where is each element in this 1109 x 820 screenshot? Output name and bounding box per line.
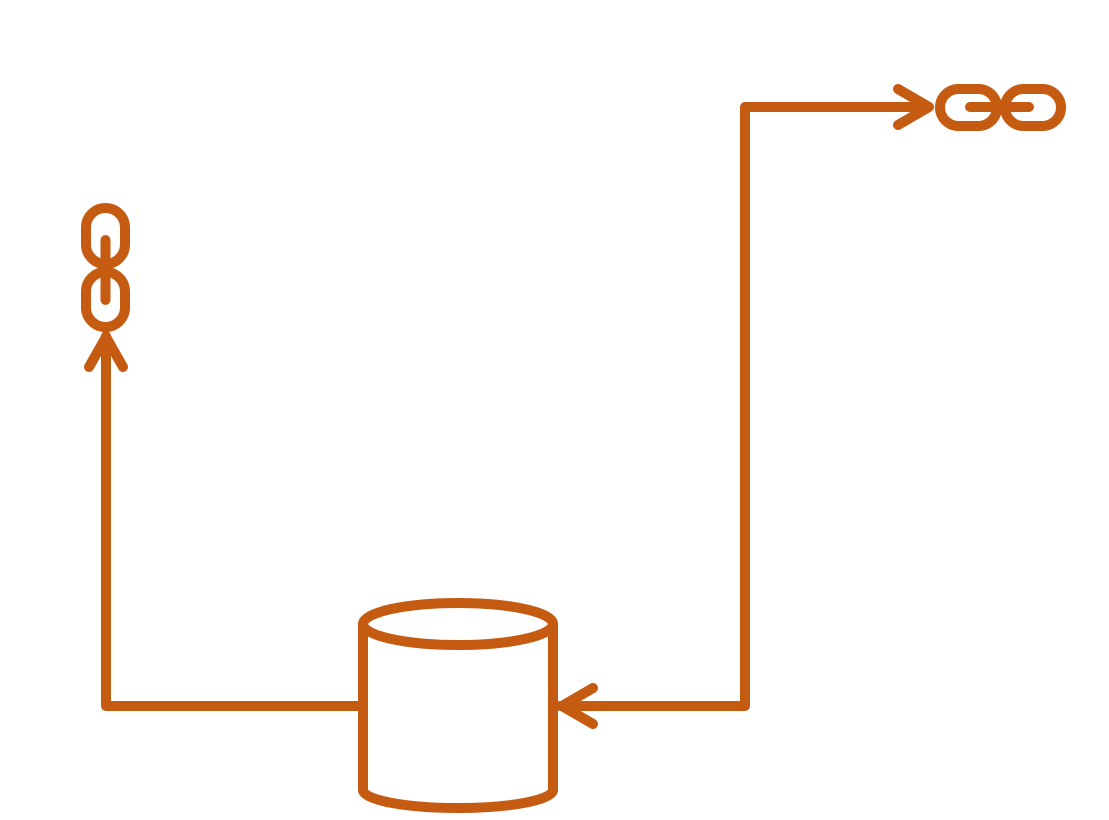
chain-link-icon	[81, 203, 130, 332]
arrowhead-up-icon	[84, 332, 128, 372]
connector-database-to-link-left	[84, 331, 367, 711]
database-body	[358, 619, 558, 813]
chain-link-icon	[935, 84, 1066, 131]
arrowhead-left-icon	[557, 683, 598, 729]
arrowhead-right-icon	[893, 84, 934, 130]
database-top	[358, 598, 558, 650]
connector-line-right	[555, 102, 933, 711]
database-cylinder-icon	[358, 598, 558, 813]
connector-link-top-right-to-database	[555, 84, 934, 729]
connector-line-left	[101, 331, 367, 711]
